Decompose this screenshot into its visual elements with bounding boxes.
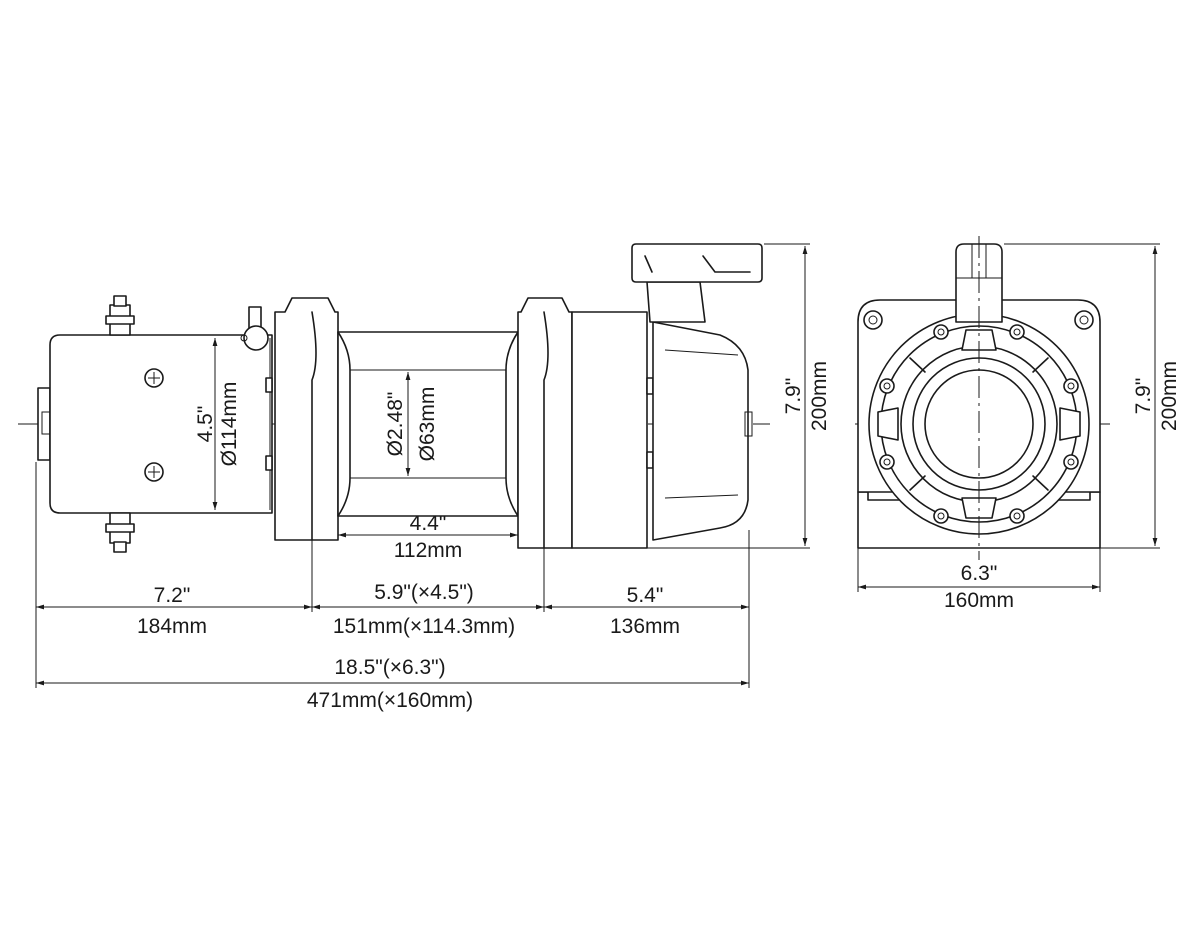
motor-screw-bottom [144, 462, 164, 482]
end-corner-bolts [863, 310, 1094, 330]
label-gear-len-mm: 136mm [610, 615, 680, 638]
end-spokes [877, 329, 1081, 519]
right-bracket [517, 297, 573, 549]
label-end-width-mm: 160mm [944, 589, 1014, 612]
motor-screw-top [144, 368, 164, 388]
cable-drum [337, 331, 519, 517]
motor-terminal-bottom [105, 512, 135, 553]
label-end-height-in: 7.9" [1132, 378, 1155, 415]
label-drum-len-in: 4.4" [410, 512, 447, 535]
end-ring-bolts [879, 324, 1079, 524]
label-drum-dia-in: Ø2.48" [384, 392, 407, 457]
label-mount-mm: 151mm(×114.3mm) [333, 615, 515, 638]
label-motor-len-mm: 184mm [137, 615, 207, 638]
label-total-mm: 471mm(×160mm) [307, 689, 473, 712]
label-motor-dia-mm: Ø114mm [218, 382, 241, 467]
motor-terminal-top [105, 295, 135, 336]
end-view [855, 236, 1160, 592]
label-gear-len-in: 5.4" [627, 584, 664, 607]
label-side-height-mm: 200mm [808, 361, 831, 431]
left-bracket [265, 297, 339, 541]
motor-end-plug [37, 387, 51, 461]
label-drum-len-mm: 112mm [394, 539, 462, 562]
ground-stud [240, 306, 269, 351]
label-mount-in: 5.9"(×4.5") [374, 581, 474, 604]
gear-housing [571, 311, 753, 549]
side-view [18, 243, 810, 688]
label-motor-len-in: 7.2" [154, 584, 191, 607]
label-side-height-in: 7.9" [782, 378, 805, 415]
label-end-height-mm: 200mm [1158, 361, 1181, 431]
label-total-in: 18.5"(×6.3") [334, 656, 445, 679]
label-drum-dia-mm: Ø63mm [416, 387, 439, 462]
label-motor-dia-in: 4.5" [194, 406, 217, 443]
label-end-width-in: 6.3" [961, 562, 998, 585]
clutch-handle [631, 243, 763, 323]
